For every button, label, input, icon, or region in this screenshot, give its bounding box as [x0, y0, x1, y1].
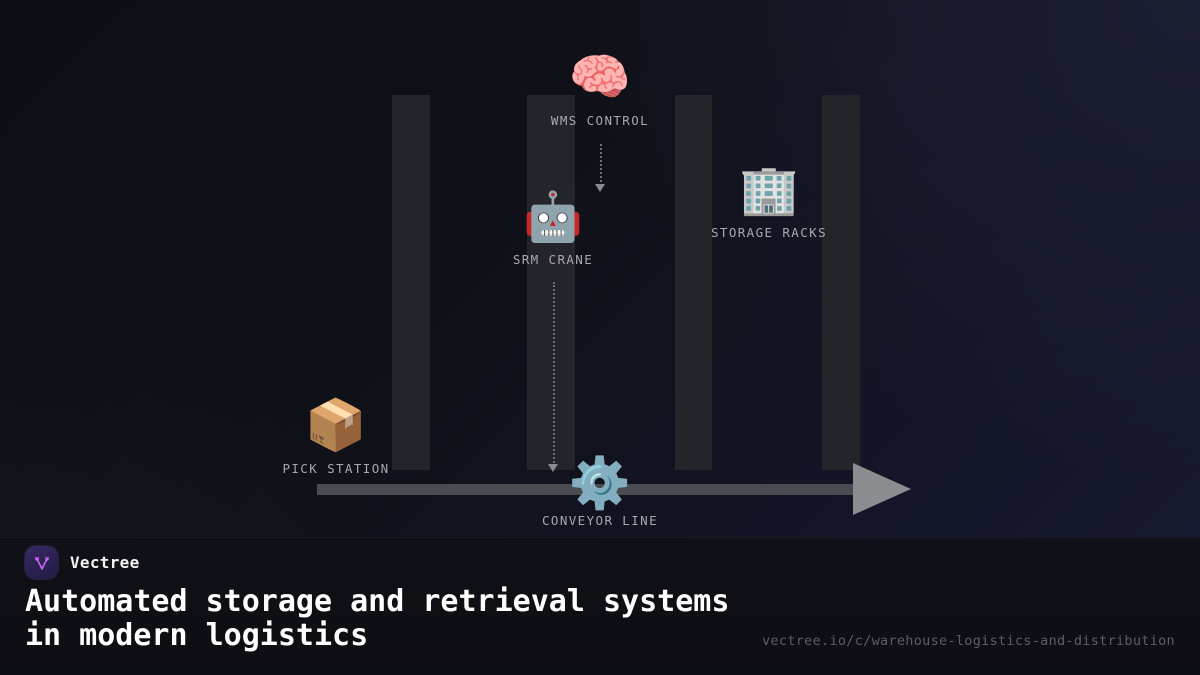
rack-column	[527, 95, 575, 470]
node-pick-station[interactable]: 📦 PICK STATION	[282, 400, 389, 476]
node-storage-racks[interactable]: 🏢 STORAGE RACKS	[711, 166, 827, 240]
robot-icon: 🤖	[523, 189, 583, 245]
flow-line-wms-to-srm	[600, 144, 602, 186]
vectree-v-logo-icon	[25, 546, 58, 579]
flow-arrow-srm-to-conveyor	[548, 464, 558, 472]
flow-arrow-wms-to-srm	[595, 184, 605, 192]
brain-icon: 🧠	[568, 48, 632, 106]
node-conveyor-line[interactable]: ⚙️ CONVEYOR LINE	[542, 458, 658, 528]
rack-column	[822, 95, 860, 470]
node-label-pick-station: PICK STATION	[282, 461, 390, 476]
flow-line-srm-to-conveyor	[553, 282, 555, 467]
rack-column	[392, 95, 430, 470]
rack-column	[675, 95, 712, 470]
node-label-srm-crane: SRM CRANE	[512, 252, 594, 267]
building-icon: 🏢	[739, 162, 799, 218]
node-wms-control[interactable]: 🧠 WMS CONTROL	[551, 52, 649, 128]
conveyor-direction-arrow-icon	[853, 463, 911, 515]
footer-bar: Vectree Automated storage and retrieval …	[0, 537, 1200, 675]
site-url: vectree.io/c/warehouse-logistics-and-dis…	[762, 633, 1175, 649]
gear-icon: ⚙️	[568, 454, 632, 512]
node-label-storage-racks: STORAGE RACKS	[710, 225, 828, 240]
package-icon: 📦	[304, 396, 368, 454]
brand-block[interactable]: Vectree	[25, 546, 140, 579]
page-title: Automated storage and retrieval systems …	[25, 584, 730, 653]
node-srm-crane[interactable]: 🤖 SRM CRANE	[513, 193, 593, 267]
node-label-wms-control: WMS CONTROL	[550, 113, 650, 128]
node-label-conveyor-line: CONVEYOR LINE	[541, 513, 659, 528]
brand-name: Vectree	[70, 553, 140, 572]
conveyor-belt	[317, 484, 859, 495]
